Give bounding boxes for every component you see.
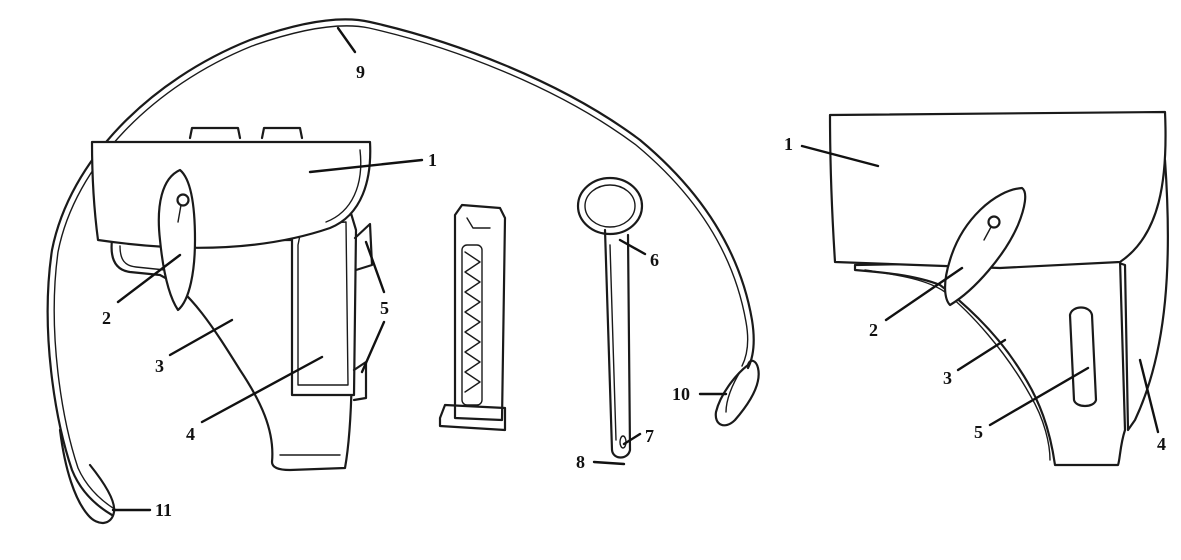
- strap-tab: [157, 168, 197, 312]
- label-right-body: 3: [943, 368, 952, 388]
- label-right-strap-tab: 2: [869, 320, 878, 340]
- callout-labels: 1 2 3 4 5 6 7 8 9 10 11 1 2 3 5 4: [102, 62, 1166, 520]
- label-lanyard-loop: 11: [155, 500, 172, 520]
- left-holster: [90, 126, 374, 472]
- label-rod-ring: 6: [650, 250, 659, 270]
- label-rod-tip: 8: [576, 452, 585, 472]
- cleaning-rod: [576, 176, 644, 459]
- leader-lines: [111, 26, 1160, 512]
- label-left-strap-tab: 2: [102, 308, 111, 328]
- label-lanyard-cord: 9: [356, 62, 365, 82]
- pistol-magazine: [438, 203, 507, 432]
- strap-tab-right: [944, 186, 1027, 307]
- lanyard: [46, 18, 760, 524]
- label-right-belt-slot: 5: [974, 422, 983, 442]
- lanyard-loop: [58, 428, 116, 524]
- label-left-pocket: 4: [186, 424, 195, 444]
- belt-slot: [1068, 306, 1098, 408]
- label-right-back-panel: 4: [1157, 434, 1166, 454]
- label-left-body: 3: [155, 356, 164, 376]
- label-right-flap: 1: [784, 134, 793, 154]
- right-holster: [828, 110, 1169, 467]
- label-lanyard-clip: 10: [672, 384, 690, 404]
- label-left-flap: 1: [428, 150, 437, 170]
- label-left-belt-loops: 5: [380, 298, 389, 318]
- holster-flap-right: [828, 110, 1167, 270]
- lanyard-clip: [714, 359, 760, 427]
- label-rod-eye: 7: [645, 426, 654, 446]
